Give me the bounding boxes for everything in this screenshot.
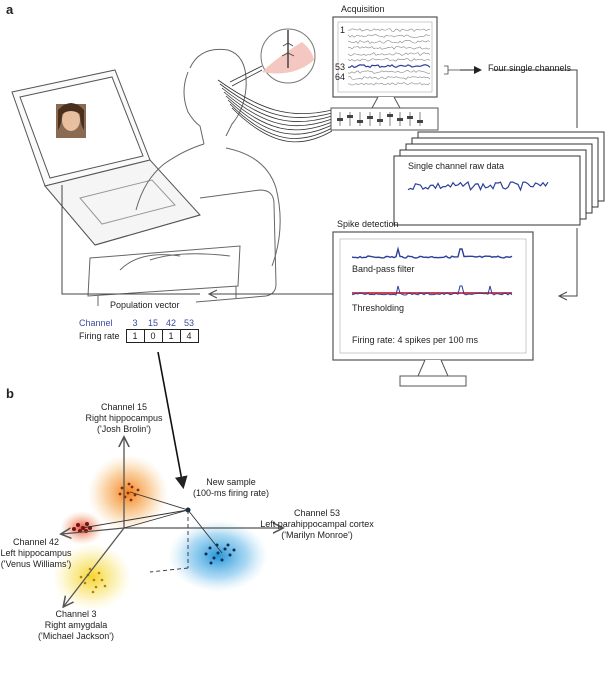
acquisition-trace-line (347, 34, 431, 38)
person (119, 48, 281, 271)
spike-detection-title: Spike detection (337, 219, 399, 229)
chair (87, 189, 277, 306)
cluster-points (72, 482, 236, 594)
raw-data-title: Single channel raw data (408, 161, 505, 171)
firing-rate-text: Firing rate: 4 spikes per 100 ms (352, 335, 479, 345)
channel-header: Channel (79, 318, 113, 329)
channel-cell: 3 (132, 318, 138, 328)
electrode-zoom-icon (260, 28, 316, 84)
flow-arrows (61, 69, 578, 296)
panel-a-label: a (6, 2, 14, 17)
channel-cell: 42 (166, 318, 177, 328)
projection-lines (81, 491, 223, 573)
acquisition-trace-line (347, 82, 431, 86)
population-vector-table: Channel 3 15 42 53 Firing rate 1 0 1 4 (76, 317, 199, 343)
axes-3d (62, 438, 282, 606)
rate-cell: 1 (161, 329, 181, 343)
raw-data-trace (407, 181, 549, 192)
channel-cell: 15 (148, 318, 159, 328)
channel-label-53: 53 (335, 62, 346, 72)
channel-cell: 53 (184, 318, 195, 328)
electrode-wires (217, 65, 333, 143)
acquisition-title: Acquisition (341, 4, 385, 14)
thresholding-label: Thresholding (352, 303, 405, 313)
acquisition-trace-line (347, 52, 431, 56)
new-sample-label: New sample(100-ms firing rate) (192, 477, 270, 498)
channel-label-1: 1 (340, 25, 346, 35)
acquisition-trace-line (347, 76, 431, 80)
firing-rate-header: Firing rate (79, 331, 120, 341)
acquisition-trace-line (347, 70, 431, 74)
acquisition-traces (347, 28, 431, 86)
acquisition-trace-line (347, 64, 431, 69)
four-single-channels-label: Four single channels (488, 63, 572, 73)
rate-cell: 0 (143, 329, 163, 343)
spike-monitor (332, 231, 534, 387)
acquisition-monitor (330, 16, 439, 131)
panel-b-label: b (6, 386, 14, 401)
population-vector-title: Population vector (110, 300, 180, 310)
rate-cell: 1 (125, 329, 145, 343)
threshold-trace (351, 285, 513, 296)
channel-bracket (444, 65, 460, 75)
acquisition-trace-line (347, 28, 430, 32)
rate-cell: 4 (179, 329, 199, 343)
channel-label-64: 64 (335, 72, 346, 82)
acquisition-trace-line (347, 58, 431, 62)
band-pass-trace (351, 246, 513, 259)
vector-arrow (157, 351, 188, 490)
cluster-blobs (52, 455, 268, 611)
acquisition-trace-line (347, 46, 431, 50)
acquisition-trace-line (347, 40, 431, 44)
laptop-face-image (56, 103, 86, 138)
band-pass-label: Band-pass filter (352, 264, 415, 274)
laptop (11, 69, 201, 246)
raw-data-stack (393, 131, 605, 226)
